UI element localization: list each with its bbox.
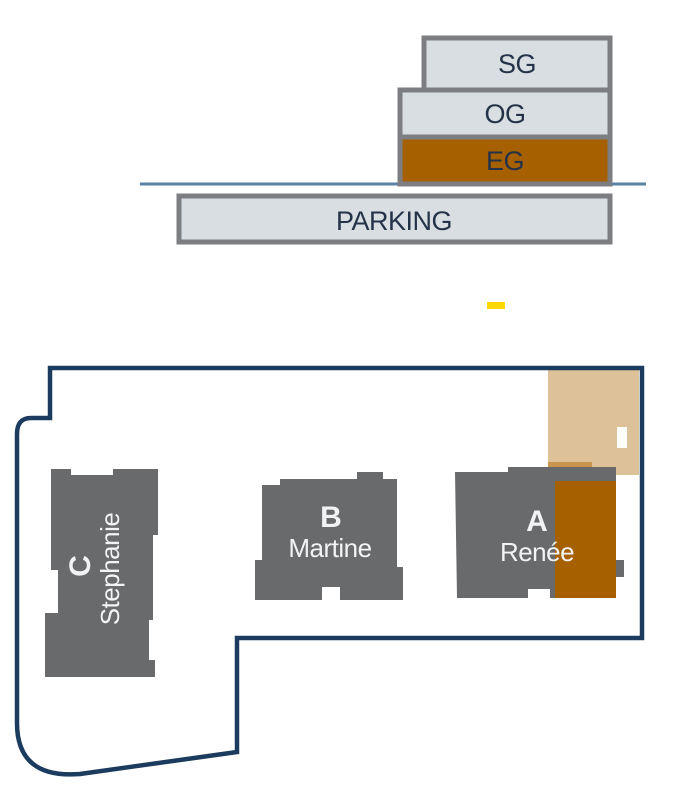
selected-unit-highlight[interactable] — [555, 481, 616, 598]
floor-eg-shape[interactable] — [397, 134, 613, 187]
floor-eg-selected[interactable]: EG — [397, 134, 613, 187]
selection-marker-dash — [487, 302, 505, 309]
floor-sg-label: SG — [498, 49, 536, 79]
building-a-letter: A — [526, 505, 548, 538]
building-b[interactable]: B Martine — [255, 472, 403, 600]
floor-og[interactable]: OG — [397, 87, 613, 140]
floor-parking-shape[interactable] — [176, 193, 613, 245]
annex-area-upper — [548, 370, 639, 475]
annex-door-notch — [617, 427, 627, 448]
building-b-letter: B — [320, 501, 342, 534]
building-c-letter: C — [64, 555, 97, 577]
building-b-name: Martine — [288, 533, 371, 563]
building-b-shape[interactable] — [255, 472, 403, 600]
floor-eg-label: EG — [486, 146, 524, 176]
building-a-name: Renée — [500, 537, 574, 567]
floor-og-shape[interactable] — [397, 87, 613, 140]
floor-sg-shape[interactable] — [421, 35, 613, 93]
building-c-shape[interactable] — [45, 469, 158, 677]
site-boundary-outline — [14, 365, 645, 777]
floor-sg[interactable]: SG — [421, 35, 613, 93]
building-section-view: PARKING OG EG SG — [140, 35, 646, 245]
floor-parking[interactable]: PARKING — [176, 193, 613, 245]
floor-parking-label: PARKING — [336, 206, 452, 236]
building-a[interactable]: A Renée — [455, 467, 624, 598]
building-c[interactable]: C Stephanie — [45, 469, 158, 677]
building-c-name: Stephanie — [95, 513, 125, 626]
site-plan-view: C Stephanie B Martine A Renée — [14, 365, 645, 777]
floor-og-label: OG — [484, 99, 525, 129]
